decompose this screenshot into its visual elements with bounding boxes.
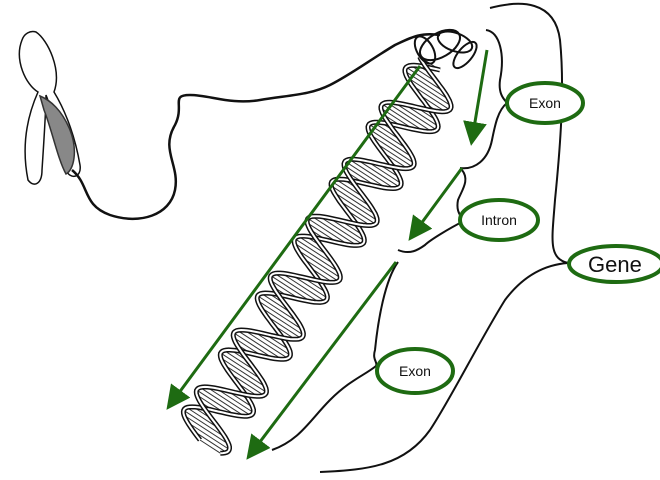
base-pair-rung <box>311 215 358 246</box>
label-text: Exon <box>399 363 431 379</box>
base-pair-rung <box>243 329 289 359</box>
dna-thread <box>71 33 441 220</box>
base-pair-rung <box>411 84 451 111</box>
base-pair-rung <box>237 330 283 360</box>
gene-brace <box>319 2 569 473</box>
base-pair-rung <box>215 387 254 413</box>
base-pair-rung <box>367 128 413 158</box>
label-gene: Gene <box>567 244 660 284</box>
dna-supercoil <box>413 28 478 70</box>
chromosome-icon <box>18 30 81 185</box>
base-pair-rung <box>319 215 363 245</box>
base-pair-rung <box>183 409 226 438</box>
label-text: Exon <box>529 95 561 111</box>
base-pair-rung <box>220 352 263 381</box>
dna-double-helix <box>180 55 454 456</box>
base-pair-rung <box>270 275 312 303</box>
base-pair-rung <box>253 331 291 356</box>
arrows <box>166 49 489 460</box>
base-pair-rung <box>294 238 336 266</box>
base-pair-rung <box>356 159 400 188</box>
arrow-exon-bottom <box>246 261 398 460</box>
base-pair-rung <box>307 218 349 246</box>
arrow-full-length <box>166 65 422 410</box>
base-pair-rung <box>281 272 326 302</box>
base-pair-rung <box>406 76 452 107</box>
exon-top-brace <box>459 29 509 170</box>
base-pair-rung <box>331 181 372 208</box>
base-pair-rung <box>296 249 341 279</box>
base-pair-rung <box>302 257 339 282</box>
base-pair-rung <box>199 439 221 454</box>
base-pair-rung <box>233 332 274 359</box>
base-pair-rung <box>291 274 328 299</box>
base-pair-rung <box>394 102 437 131</box>
base-pair-rung <box>196 389 236 416</box>
label-intron: Intron <box>458 198 540 242</box>
base-pair-rung <box>344 160 387 189</box>
base-pair-rung <box>405 66 445 93</box>
base-pair-rung <box>220 357 266 388</box>
base-pair-rung <box>187 421 230 450</box>
helix-strand <box>195 56 453 455</box>
base-pair-rung <box>349 158 395 189</box>
base-pair-rung <box>199 387 245 417</box>
base-pair-rung <box>257 300 303 330</box>
base-pair-rung <box>330 185 376 216</box>
arrow-exon-top <box>463 49 489 146</box>
base-pair-rung <box>257 295 299 323</box>
base-pair-rung <box>370 134 415 164</box>
base-pair-rung <box>374 142 413 168</box>
label-text: Gene <box>588 252 642 277</box>
label-exon-bottom: Exon <box>375 347 455 395</box>
base-pair-rung <box>274 272 320 303</box>
base-pair-rung <box>260 306 304 336</box>
base-pair-rung <box>183 414 230 445</box>
base-pair-rung <box>386 102 432 132</box>
base-pair-rung <box>206 386 251 416</box>
base-pair-rung <box>333 191 378 221</box>
label-exon-top: Exon <box>505 81 585 125</box>
base-pair-rung <box>223 364 267 393</box>
label-text: Intron <box>481 212 517 228</box>
base-pair-rung <box>294 242 340 273</box>
base-pair-rung <box>338 199 376 225</box>
arrow-intron <box>408 167 464 241</box>
